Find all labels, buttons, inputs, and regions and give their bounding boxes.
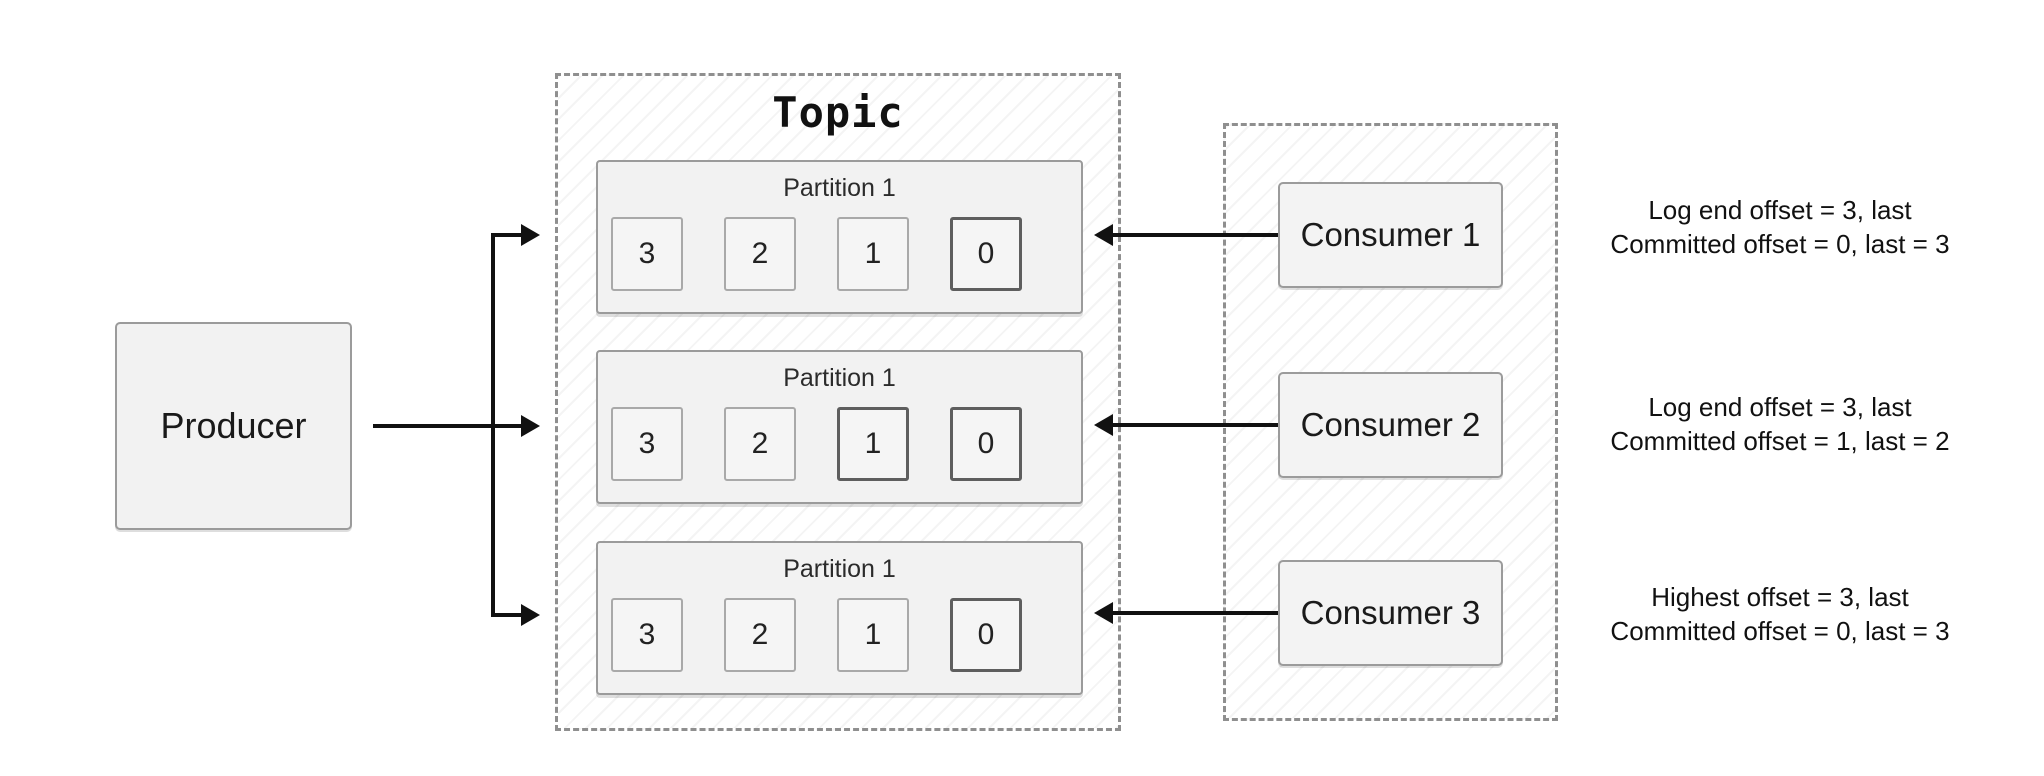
offset-cell: 0	[950, 217, 1022, 291]
partition-label: Partition 1	[783, 555, 896, 583]
consumer-3-offset-annotation: Highest offset = 3, last Committed offse…	[1580, 580, 1980, 648]
consumer-3-arrow-head-icon	[1094, 602, 1113, 624]
offset-cell: 3	[611, 217, 683, 291]
annotation-line: Log end offset = 3, last	[1648, 392, 1912, 422]
partition-row-1: Partition 1 3 2 1 0	[596, 160, 1083, 314]
annotation-line: Highest offset = 3, last	[1651, 582, 1909, 612]
offset-value: 1	[864, 427, 882, 460]
consumer-2-box: Consumer 2	[1278, 372, 1503, 478]
consumer-1-label: Consumer 1	[1300, 216, 1481, 253]
topic-title: Topic	[772, 88, 904, 137]
annotation-line: Committed offset = 1, last = 2	[1610, 426, 1950, 456]
consumer-3-label: Consumer 3	[1300, 594, 1481, 631]
producer-fanout-vertical-line	[491, 233, 495, 617]
partition-label: Partition 1	[783, 364, 896, 392]
offset-cells-row: 3 2 1 0	[598, 217, 1081, 291]
producer-to-partition3-arrow-head-icon	[521, 604, 540, 626]
consumer-2-arrow-head-icon	[1094, 414, 1113, 436]
offset-value: 2	[751, 618, 769, 651]
offset-cells-row: 3 2 1 0	[598, 407, 1081, 481]
offset-cell: 0	[950, 407, 1022, 481]
offset-value: 1	[864, 618, 882, 651]
offset-value: 2	[751, 427, 769, 460]
producer-to-partition1-arrow-head-icon	[521, 224, 540, 246]
offset-value: 3	[638, 237, 656, 270]
producer-arrow-line	[373, 424, 523, 428]
consumer-1-offset-annotation: Log end offset = 3, last Committed offse…	[1580, 193, 1980, 261]
producer-to-partition1-line	[493, 233, 523, 237]
offset-value: 3	[638, 427, 656, 460]
offset-cells-row: 3 2 1 0	[598, 598, 1081, 672]
consumer-2-label: Consumer 2	[1300, 406, 1481, 443]
consumer-1-arrow-line	[1112, 233, 1278, 237]
consumer-2-offset-annotation: Log end offset = 3, last Committed offse…	[1580, 390, 1980, 458]
partition-row-3: Partition 1 3 2 1 0	[596, 541, 1083, 695]
consumer-3-arrow-line	[1112, 611, 1278, 615]
producer-box: Producer	[115, 322, 352, 530]
offset-cell: 2	[724, 217, 796, 291]
annotation-line: Log end offset = 3, last	[1648, 195, 1912, 225]
offset-cell: 1	[837, 407, 909, 481]
offset-cell: 3	[611, 598, 683, 672]
annotation-line: Committed offset = 0, last = 3	[1610, 616, 1950, 646]
consumer-1-arrow-head-icon	[1094, 224, 1113, 246]
offset-cell: 1	[837, 598, 909, 672]
consumer-1-box: Consumer 1	[1278, 182, 1503, 288]
consumer-2-arrow-line	[1112, 423, 1278, 427]
consumer-3-box: Consumer 3	[1278, 560, 1503, 666]
offset-cell: 3	[611, 407, 683, 481]
offset-value: 0	[977, 237, 995, 270]
partition-row-2: Partition 1 3 2 1 0	[596, 350, 1083, 504]
offset-cell: 0	[950, 598, 1022, 672]
offset-value: 2	[751, 237, 769, 270]
partition-label: Partition 1	[783, 174, 896, 202]
annotation-line: Committed offset = 0, last = 3	[1610, 229, 1950, 259]
offset-value: 3	[638, 618, 656, 651]
offset-cell: 2	[724, 598, 796, 672]
producer-label: Producer	[160, 405, 307, 446]
offset-cell: 1	[837, 217, 909, 291]
producer-to-partition3-line	[493, 613, 523, 617]
producer-arrow-head-icon	[521, 415, 540, 437]
offset-cell: 2	[724, 407, 796, 481]
offset-value: 0	[977, 618, 995, 651]
offset-value: 0	[977, 427, 995, 460]
offset-value: 1	[864, 237, 882, 270]
